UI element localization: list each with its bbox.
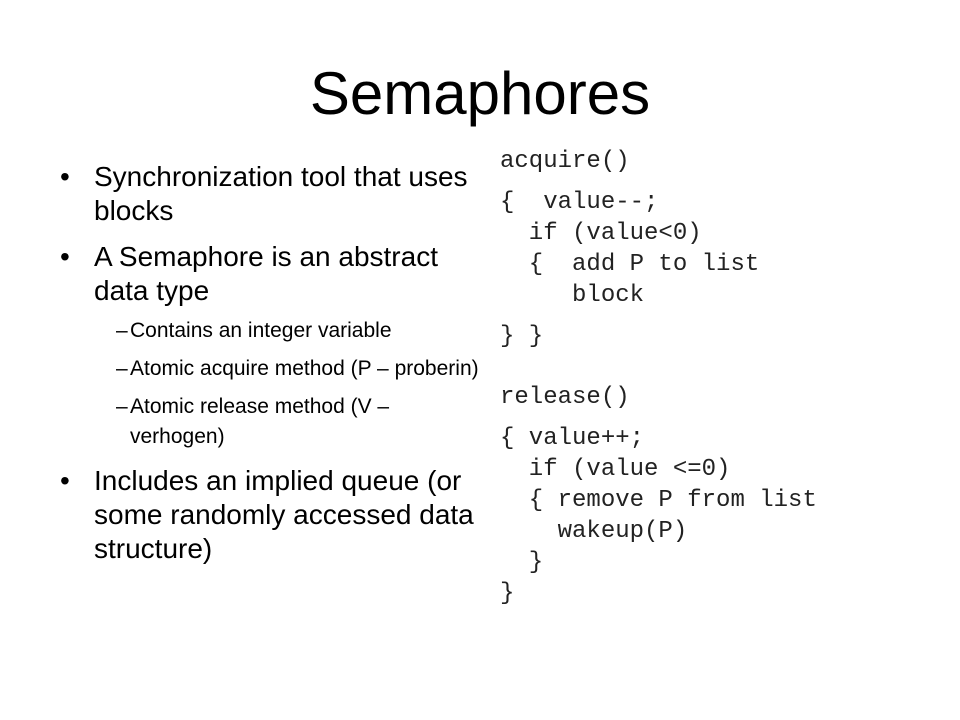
bullet-text: A Semaphore is an abstract data type (94, 241, 438, 306)
dash-marker: – (116, 395, 128, 418)
sub-bullet-item: – Atomic acquire method (P – proberin) (60, 354, 480, 384)
sub-bullet-text: Atomic release method (V – verhogen) (130, 395, 390, 448)
bullet-item: • A Semaphore is an abstract data type –… (60, 240, 480, 452)
bullet-text: Synchronization tool that uses blocks (94, 161, 468, 226)
code-line: wakeup(P) (500, 518, 688, 545)
bullet-marker: • (60, 465, 70, 496)
bullet-marker: • (60, 161, 70, 192)
code-line: { value++; (500, 425, 645, 452)
code-line: if (value <=0) (500, 456, 731, 483)
slide-title: Semaphores (309, 60, 651, 127)
code-line: block (500, 282, 645, 309)
sub-bullet-text: Atomic acquire method (P – proberin) (130, 357, 479, 380)
bullet-marker: • (60, 241, 70, 272)
dash-marker: – (116, 357, 128, 380)
sub-bullet-item: – Contains an integer variable (60, 316, 480, 346)
sub-bullet-text: Contains an integer variable (130, 319, 392, 342)
code-line: } (500, 549, 544, 576)
bullet-item: • Includes an implied queue (or some ran… (60, 464, 480, 566)
sub-bullet-item: – Atomic release method (V – verhogen) (60, 392, 480, 452)
code-line-release-signature: release() (500, 384, 630, 411)
code-line: { value--; (500, 189, 659, 216)
bullet-list: • Synchronization tool that uses blocks … (60, 160, 480, 578)
bullet-item: • Synchronization tool that uses blocks (60, 160, 480, 228)
bullet-text: Includes an implied queue (or some rando… (94, 465, 474, 564)
dash-marker: – (116, 319, 128, 342)
code-line: { remove P from list (500, 487, 817, 514)
code-line: } (500, 580, 515, 607)
sub-bullet-list: – Contains an integer variable – Atomic … (94, 316, 480, 452)
code-line-acquire-signature: acquire() (500, 148, 630, 175)
code-line: } } (500, 323, 544, 350)
code-block: acquire() { value--; if (value<0) { add … (500, 146, 940, 609)
code-line: { add P to list (500, 251, 760, 278)
code-line: if (value<0) (500, 220, 702, 247)
